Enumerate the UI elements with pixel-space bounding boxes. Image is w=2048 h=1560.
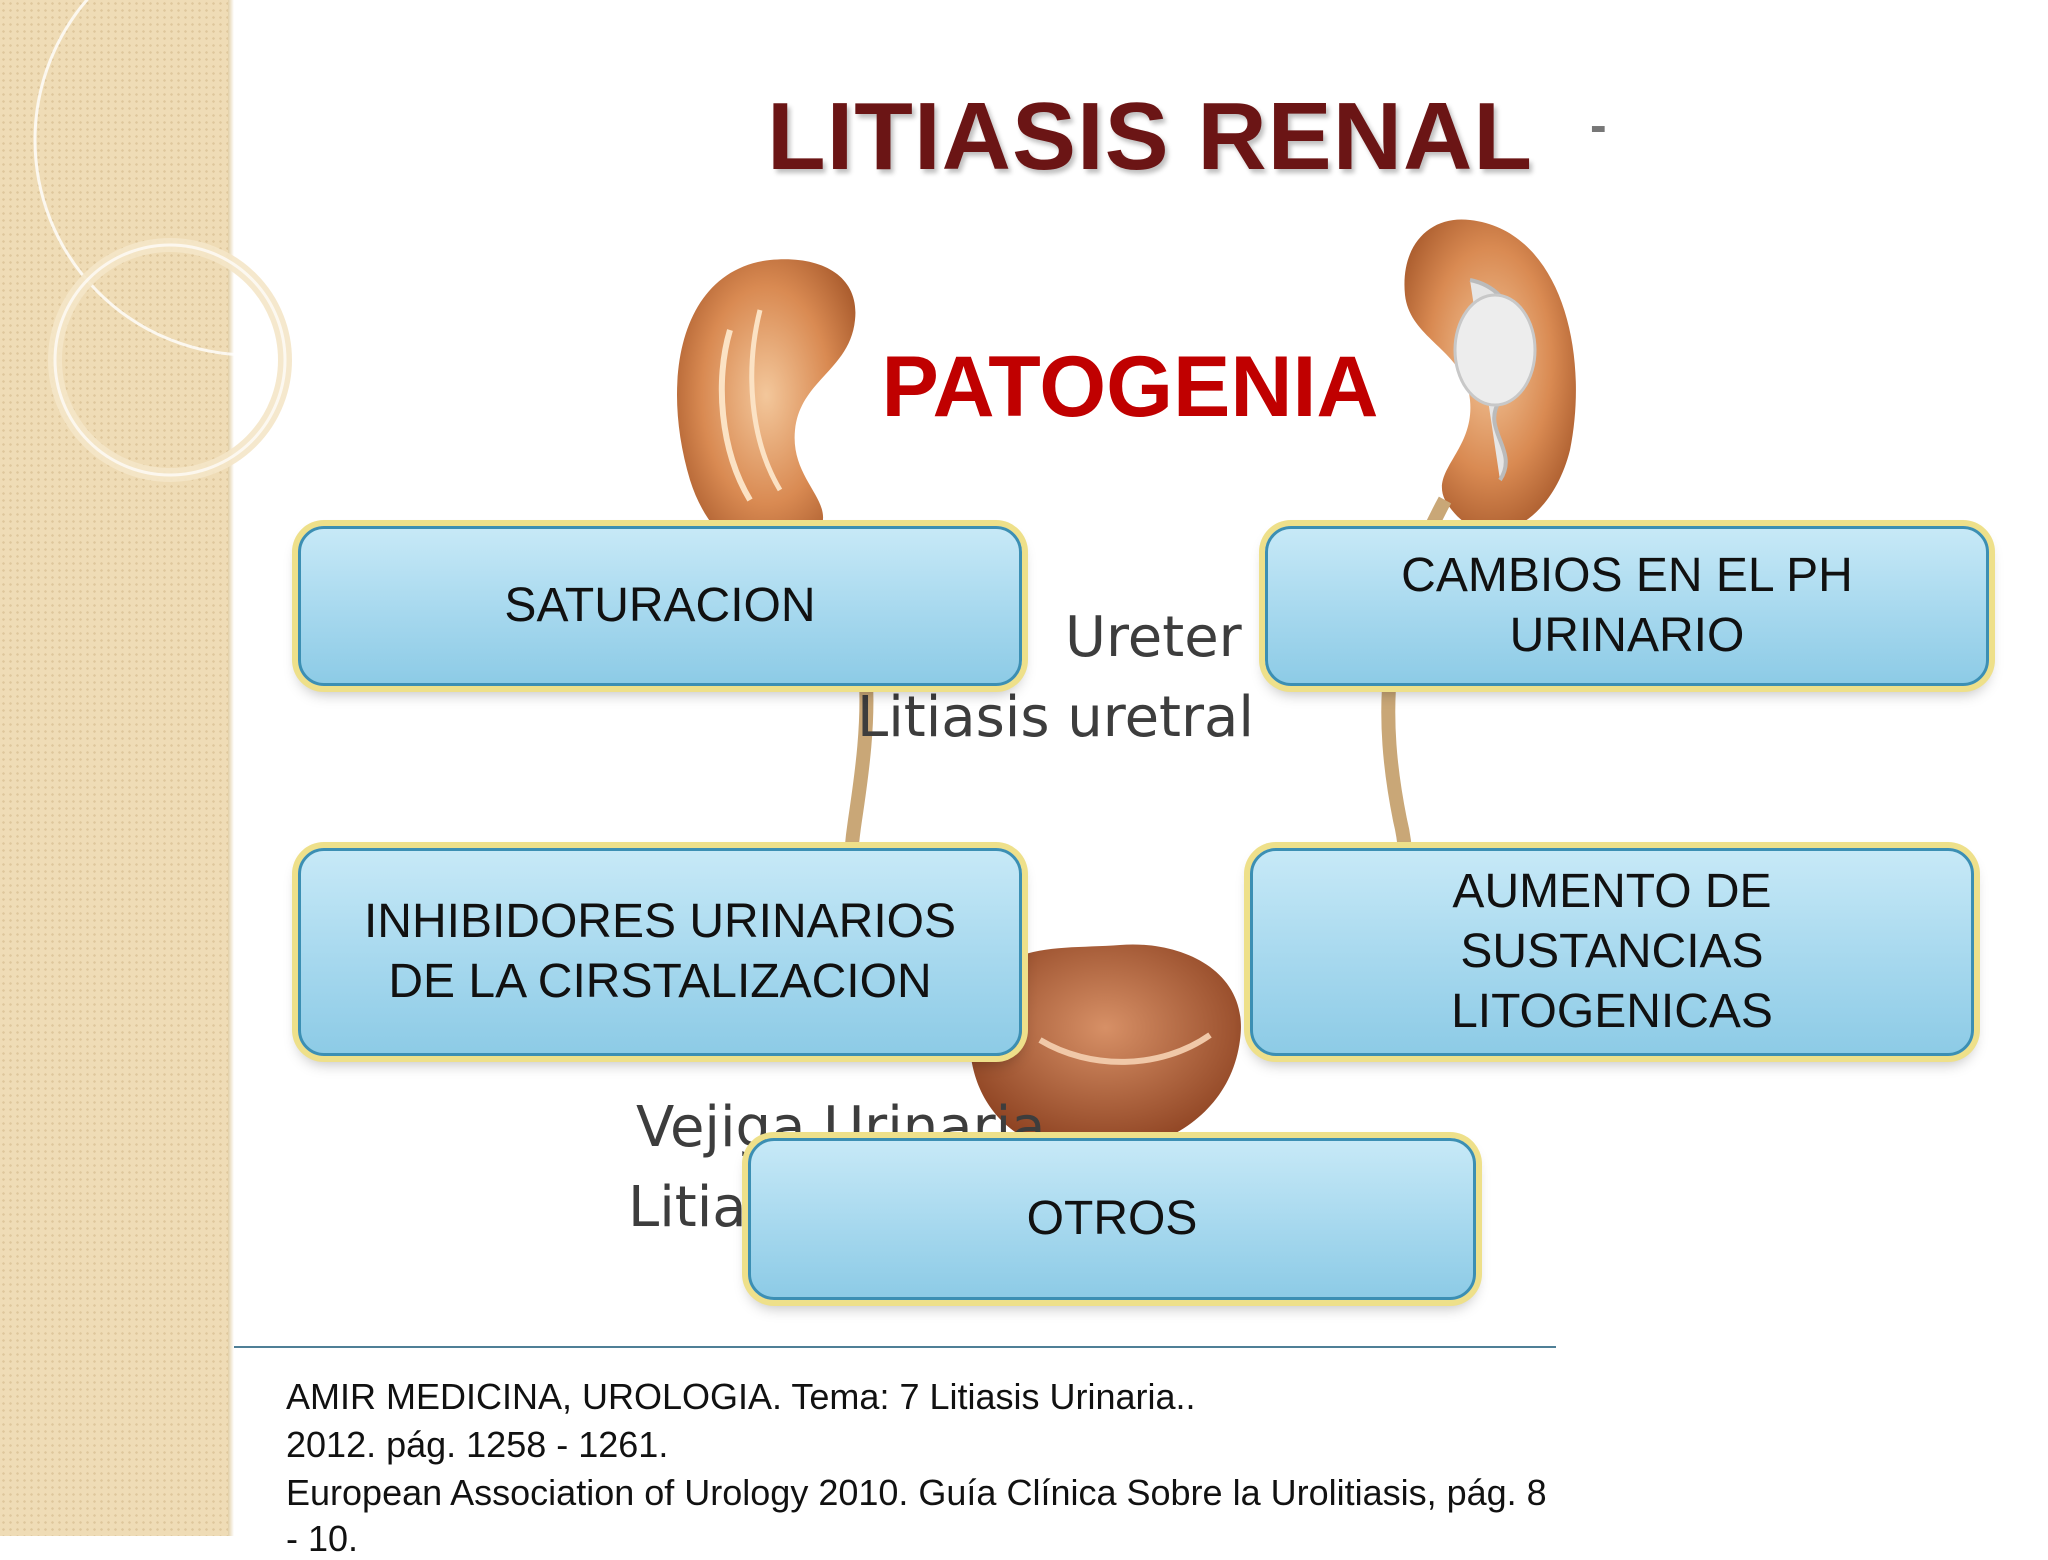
section-subtitle: PATOGENIA	[881, 339, 1379, 435]
reference-line-2: 2012. pág. 1258 - 1261.	[286, 1424, 669, 1465]
reference-line-1: AMIR MEDICINA, UROLOGIA. Tema: 7 Litiasi…	[286, 1376, 1196, 1417]
box-inhibidores-line1: INHIBIDORES URINARIOS	[363, 895, 957, 948]
box-cambios-ph-line1: CAMBIOS EN EL PH	[1401, 549, 1853, 602]
bladder	[969, 944, 1241, 1153]
box-aumento-line2: SUSTANCIAS	[1460, 925, 1764, 978]
sidebar-edge	[228, 0, 234, 1536]
decorative-circles	[33, 0, 420, 482]
box-inhibidores-line2: DE LA CIRSTALIZACION	[388, 955, 932, 1008]
box-aumento-line3: LITOGENICAS	[1451, 985, 1773, 1038]
box-otros: OTROS	[748, 1138, 1476, 1300]
box-aumento-sustancias: AUMENTO DE SUSTANCIAS LITOGENICAS	[1250, 848, 1974, 1056]
left-kidney	[676, 259, 856, 562]
box-saturacion: SATURACION	[298, 526, 1022, 686]
box-cambios-ph-line2: URINARIO	[1509, 609, 1745, 662]
footer-divider	[234, 1346, 1556, 1348]
slide-title: LITIASIS RENAL	[766, 83, 1533, 190]
title-mark: -	[1590, 97, 1607, 153]
box-otros-text: OTROS	[1026, 1192, 1198, 1245]
reference-line-3: European Association of Urology 2010. Gu…	[286, 1472, 1547, 1513]
reference-line-4: - 10.	[286, 1518, 359, 1559]
box-aumento-line1: AUMENTO DE	[1452, 865, 1772, 918]
box-saturacion-text: SATURACION	[504, 579, 816, 632]
box-inhibidores: INHIBIDORES URINARIOS DE LA CIRSTALIZACI…	[298, 848, 1022, 1056]
ureteral-stone-label: Litiasis uretral	[857, 685, 1254, 750]
right-kidney	[1404, 219, 1576, 532]
ureter-label: Ureter	[1065, 605, 1242, 670]
box-cambios-ph: CAMBIOS EN EL PH URINARIO	[1265, 526, 1989, 686]
